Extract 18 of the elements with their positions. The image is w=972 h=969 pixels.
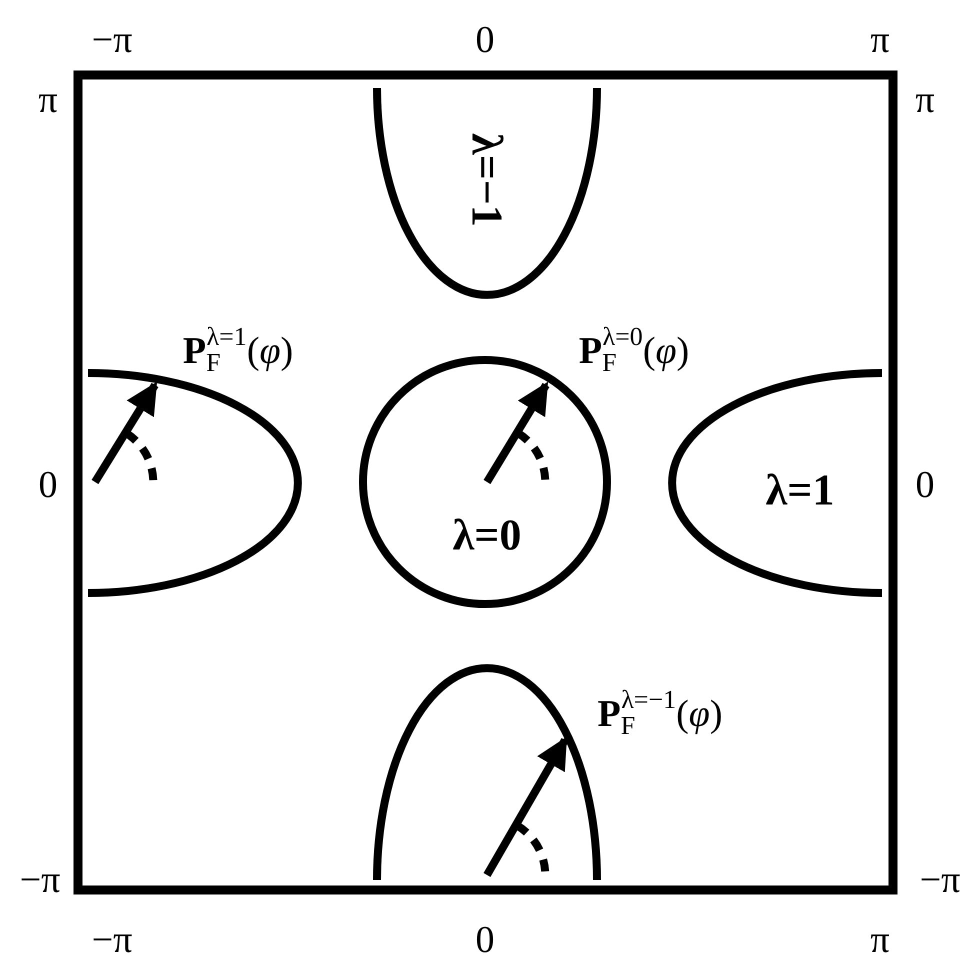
axis-tick-label: 0 <box>38 466 58 504</box>
contour-label: λ=1 <box>766 464 834 516</box>
axis-tick-label: 0 <box>476 21 494 59</box>
axis-tick-label: 0 <box>476 921 494 959</box>
axis-tick-label: π <box>870 21 890 59</box>
axis-tick-label: 0 <box>916 466 934 504</box>
axis-tick-label: π <box>915 81 935 119</box>
axis-tick-label: π <box>870 921 890 959</box>
contour-label: λ=0 <box>452 510 522 560</box>
axis-tick-label: π <box>38 81 58 119</box>
axis-tick-label: −π <box>920 861 960 899</box>
axis-tick-label: −π <box>92 921 132 959</box>
contour-label: λ=−1 <box>462 133 512 227</box>
vector-label: P$_{F}$$^{λ=0}$(φ) <box>578 324 690 376</box>
axis-tick-label: −π <box>92 21 132 59</box>
vector-label: P$_{F}$$^{λ=−1}$(φ) <box>598 687 722 739</box>
vector-label: P$_{F}$$^{λ=1}$(φ) <box>182 324 294 376</box>
axis-tick-label: −π <box>20 861 60 899</box>
